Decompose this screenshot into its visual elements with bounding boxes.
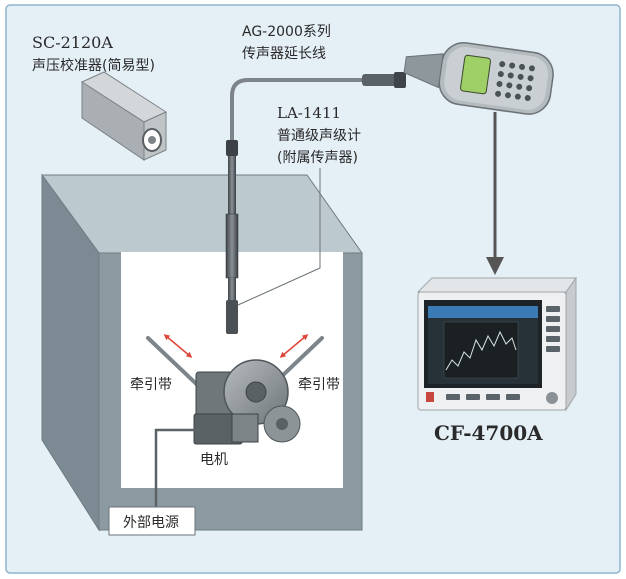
calibrator-opening-center <box>148 136 156 144</box>
microphone-upper-body <box>228 156 236 214</box>
motor-assembly <box>146 334 324 445</box>
sound-level-meter <box>403 42 554 115</box>
microphone-tip <box>226 300 238 334</box>
analyzer-side <box>565 276 577 412</box>
motor-gear-hub <box>276 418 288 430</box>
microphone <box>225 140 239 334</box>
power-cable <box>154 428 204 507</box>
analyzer-bottom-keys <box>426 392 558 404</box>
meter-note-label: (附属传声器) <box>277 150 358 166</box>
microphone-preamp <box>225 213 239 279</box>
analyzer-top <box>416 277 577 293</box>
analyzer-trace <box>445 330 517 371</box>
analyzer-plot-area <box>443 321 519 379</box>
meter-leader-line <box>237 168 321 306</box>
calibrator-name-label: 声压校准器(简易型) <box>32 57 155 74</box>
analyzer-screen-header <box>428 306 538 318</box>
power-supply-box <box>108 506 196 536</box>
extension-cable <box>230 78 394 152</box>
meter-display <box>460 54 492 95</box>
cable-connector <box>362 74 402 86</box>
analyzer-device <box>416 276 577 412</box>
motor-label: 电机 <box>200 452 228 468</box>
meter-model-label: LA-1411 <box>277 104 341 122</box>
microphone-lower-body <box>228 278 236 300</box>
right-tension-arrow <box>279 334 309 358</box>
power-label: 外部电源 <box>123 515 179 531</box>
left-tension-arrow <box>163 334 193 358</box>
right-belt-label: 牵引带 <box>298 377 340 393</box>
left-belt-label: 牵引带 <box>130 377 172 393</box>
cable-model-label: AG-2000系列 <box>242 24 331 40</box>
cable-name-label: 传声器延长线 <box>242 46 326 62</box>
cable-connector-ring <box>394 72 406 88</box>
meter-keypad <box>495 61 535 102</box>
test-chamber <box>41 173 363 532</box>
calibrator-model-label: SC-2120A <box>32 33 113 52</box>
motor-flywheel-hub <box>245 381 267 403</box>
analyzer-side-keys <box>546 306 560 352</box>
analyzer-model-label: CF-4700A <box>434 421 543 445</box>
meter-name-label: 普通级声级计 <box>277 128 361 144</box>
calibrator-device <box>80 71 168 161</box>
microphone-cap <box>226 140 238 156</box>
meter-neck <box>403 53 444 89</box>
motor-front-block <box>231 413 259 443</box>
